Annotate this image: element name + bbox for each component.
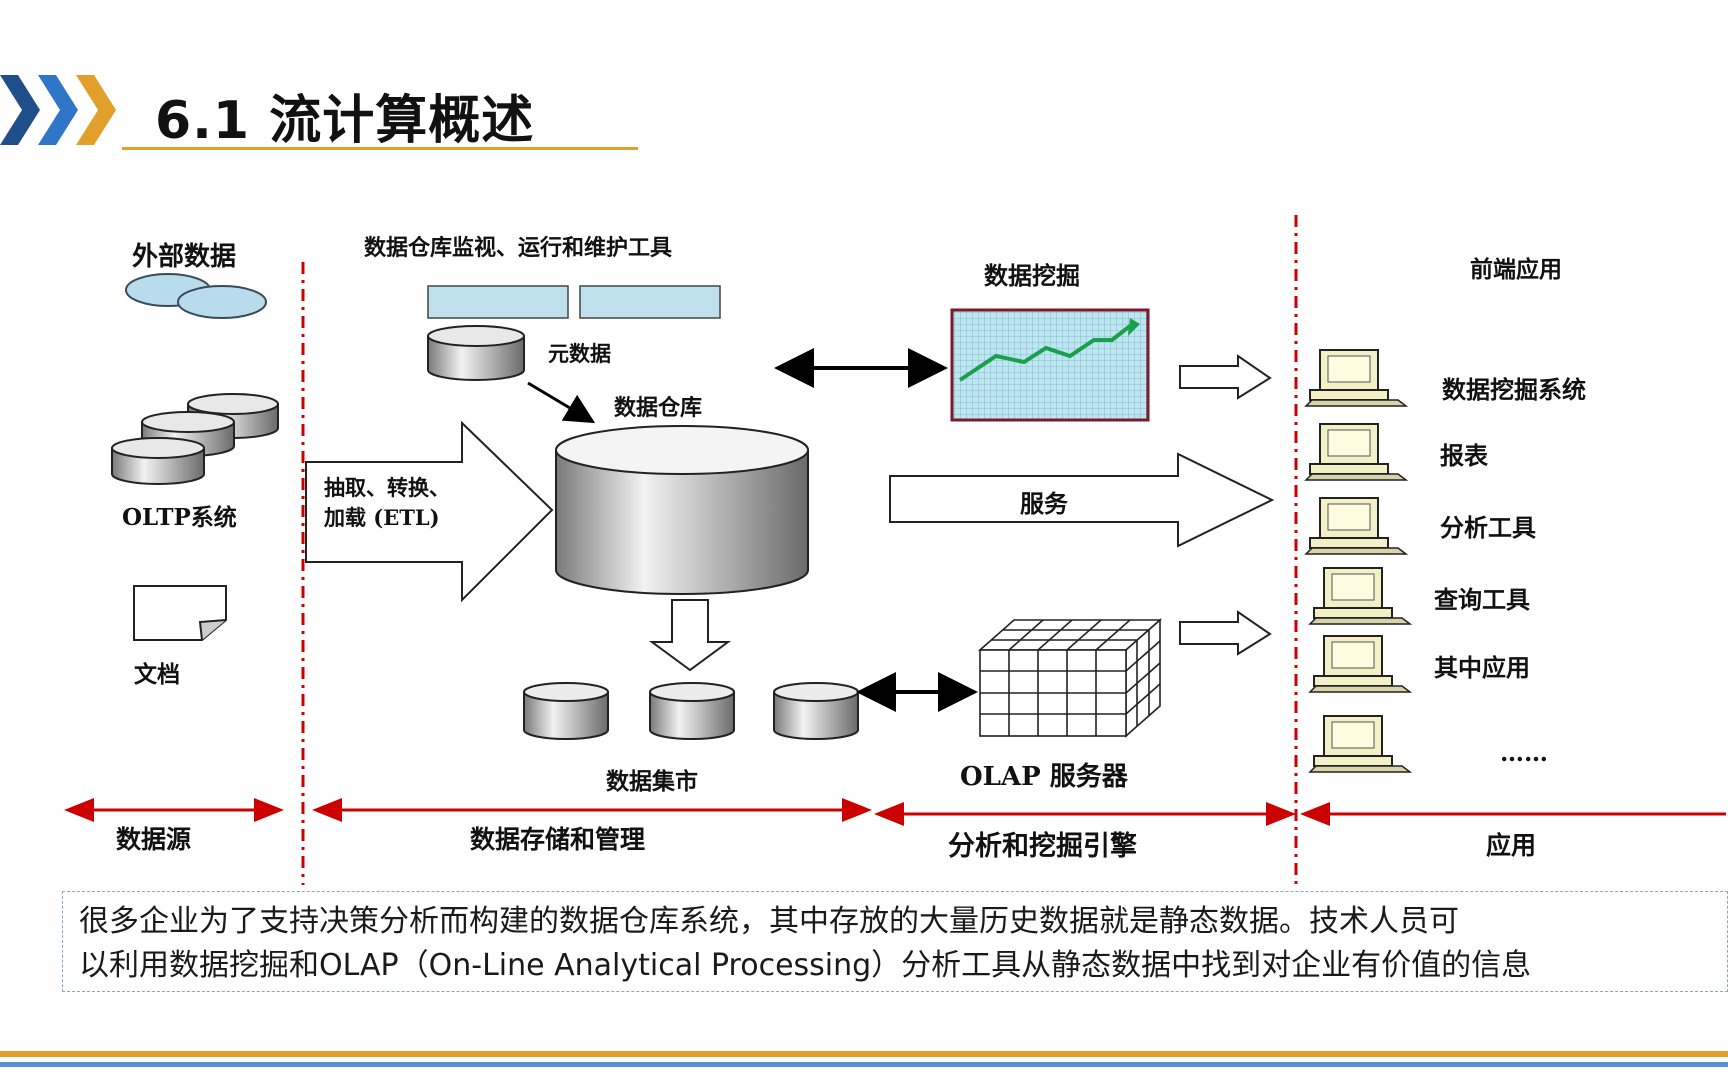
service-arrow: [889, 452, 1275, 548]
note-line-1: 很多企业为了支持决策分析而构建的数据仓库系统，其中存放的大量历史数据就是静态数据…: [79, 904, 1459, 939]
service-label: 服务: [1020, 489, 1068, 518]
data-warehouse-diagram: [64, 215, 1726, 885]
computer-icon: [1308, 635, 1413, 693]
note-line-2: 以利用数据挖掘和OLAP（On-Line Analytical Processi…: [79, 948, 1532, 983]
computer-icon: [1308, 567, 1413, 625]
explanation-note: 很多企业为了支持决策分析而构建的数据仓库系统，其中存放的大量历史数据就是静态数据…: [62, 891, 1728, 992]
data-marts-label: 数据集市: [606, 768, 698, 795]
etl-label-line1: 抽取、转换、: [324, 475, 450, 500]
monitor-tool-bars: [427, 285, 721, 319]
app-item-analysis-tools: 分析工具: [1440, 513, 1536, 542]
document-label: 文档: [134, 661, 180, 688]
slide-title: 6.1 流计算概述: [155, 91, 535, 151]
app-item-reports: 报表: [1440, 441, 1488, 470]
data-mart-cylinder-icon: [523, 682, 609, 740]
footer-bar-orange: [0, 1051, 1728, 1057]
app-item-other-apps: 其中应用: [1434, 653, 1530, 682]
external-data-label: 外部数据: [132, 242, 237, 272]
metadata-cylinder-icon: [427, 325, 525, 381]
data-mart-cylinder-icon: [773, 682, 859, 740]
etl-label-line2: 加载 (ETL): [324, 505, 440, 530]
olap-to-apps-arrow: [1179, 610, 1272, 656]
computer-icon: [1304, 349, 1409, 407]
section-label-storage: 数据存储和管理: [470, 825, 646, 854]
app-item-mining-system: 数据挖掘系统: [1442, 375, 1586, 404]
data-mining-chart-icon: [950, 308, 1150, 422]
section-label-apps: 应用: [1486, 831, 1537, 860]
mining-to-apps-arrow: [1179, 354, 1272, 400]
computer-icon: [1308, 715, 1413, 773]
oltp-label: OLTP系统: [122, 504, 237, 531]
document-icon: [133, 585, 227, 641]
section-label-analysis: 分析和挖掘引擎: [948, 831, 1137, 862]
app-item-query-tools: 查询工具: [1434, 585, 1530, 614]
monitor-tools-label: 数据仓库监视、运行和维护工具: [364, 235, 673, 261]
data-mining-label: 数据挖掘: [984, 261, 1080, 290]
footer-bar-blue: [0, 1062, 1728, 1067]
data-mart-cylinder-icon: [649, 682, 735, 740]
frontend-apps-title: 前端应用: [1470, 256, 1562, 283]
metadata-arrow: [527, 381, 596, 424]
metadata-label: 元数据: [548, 341, 611, 366]
warehouse-label: 数据仓库: [614, 395, 703, 421]
computer-icon: [1304, 423, 1409, 481]
section-label-data-source: 数据源: [116, 825, 192, 854]
olap-cube-icon: [977, 618, 1163, 738]
olap-server-label: OLAP 服务器: [960, 762, 1128, 792]
etl-arrow: [305, 420, 554, 603]
down-arrow: [648, 599, 732, 672]
computer-icon: [1304, 497, 1409, 555]
data-warehouse-cylinder-icon: [555, 425, 809, 595]
external-data-icon: [125, 273, 267, 319]
app-item-ellipsis: ……: [1500, 738, 1548, 767]
title-chevrons-icon: [0, 75, 116, 145]
oltp-database-icon: [111, 393, 279, 485]
title-underline: [122, 147, 638, 150]
